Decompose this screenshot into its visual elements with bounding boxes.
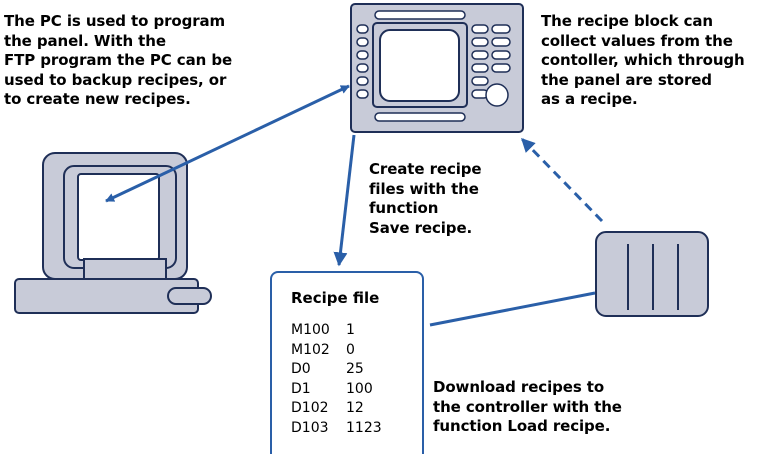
recipe-row-name: D102 <box>291 400 329 417</box>
recipe-row-name: D1 <box>291 380 311 397</box>
recipe-row: M102 0 <box>291 341 382 361</box>
arrow-recipe-file-to-controller <box>429 291 596 327</box>
recipe-file-table: M100 1 M102 0 D0 25 D1 100 D102 12 D103 … <box>291 321 382 439</box>
arrow-controller-to-panel-dashed <box>520 137 604 223</box>
recipe-row-name: M100 <box>291 322 330 338</box>
controller-plc-icon <box>595 231 709 317</box>
recipe-file-title: Recipe file <box>291 289 380 307</box>
recipe-row-name: D0 <box>291 361 311 378</box>
pc-description-text: The PC is used to program the panel. Wit… <box>4 12 233 108</box>
download-recipe-text: Download recipes to the controller with … <box>433 378 622 435</box>
arrow-pc-panel <box>105 84 350 203</box>
arrow-panel-to-recipe-file <box>333 134 356 267</box>
recipe-row: D103 1123 <box>291 419 382 439</box>
recipe-row-value: 1 <box>346 322 355 338</box>
recipe-row: D0 25 <box>291 360 382 380</box>
recipe-row-value: 0 <box>346 341 355 358</box>
recipe-row: M100 1 <box>291 321 382 341</box>
recipe-row: D102 12 <box>291 399 382 419</box>
recipe-row-value: 100 <box>346 380 373 397</box>
operator-panel-icon <box>350 3 524 133</box>
recipe-block-description-text: The recipe block can collect values from… <box>541 12 745 108</box>
recipe-row-value: 1123 <box>346 419 382 436</box>
recipe-row-name: M102 <box>291 341 330 358</box>
recipe-row-value: 25 <box>346 361 364 378</box>
computer-icon <box>14 152 212 314</box>
recipe-row-value: 12 <box>346 400 364 417</box>
recipe-row: D1 100 <box>291 380 382 400</box>
create-recipe-text: Create recipe files with the function Sa… <box>369 160 482 237</box>
recipe-file-box: Recipe file M100 1 M102 0 D0 25 D1 100 D… <box>270 271 424 454</box>
recipe-row-name: D103 <box>291 419 329 436</box>
